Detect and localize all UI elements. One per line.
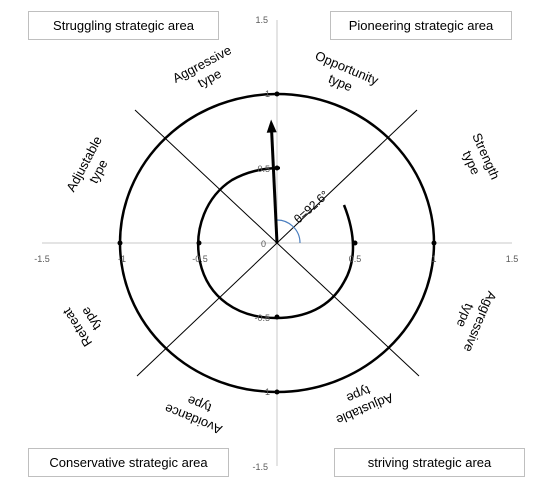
area-striving: striving strategic area bbox=[334, 448, 525, 477]
x-tick-label: 0.5 bbox=[349, 254, 362, 264]
angle-label: θ=92.6° bbox=[291, 188, 332, 227]
type-label-aggressive-top: Aggressive type bbox=[170, 42, 234, 90]
type-label-retreat: Retreat type bbox=[59, 304, 104, 349]
x-tick-label: -1 bbox=[118, 254, 126, 264]
x-tick-label: -1.5 bbox=[34, 254, 50, 264]
y-tick-label: 1 bbox=[265, 89, 270, 99]
axis-dots bbox=[117, 91, 437, 395]
angle-arc bbox=[275, 219, 301, 244]
area-conservative: Conservative strategic area bbox=[28, 448, 229, 477]
type-label-aggressive-right: Aggressive type bbox=[454, 289, 500, 354]
inner-spiral bbox=[196, 166, 355, 320]
type-label-adjustable-left: Adjustable type bbox=[63, 134, 110, 195]
y-tick-label: 1.5 bbox=[255, 15, 268, 25]
type-label-avoidance: Avoidance type bbox=[162, 393, 224, 438]
vector-arrowhead bbox=[266, 119, 277, 133]
x-tick-label: 1 bbox=[431, 254, 436, 264]
x-tick-label: 1.5 bbox=[506, 254, 519, 264]
area-struggling: Struggling strategic area bbox=[28, 11, 219, 40]
x-tick-label: 0 bbox=[261, 239, 266, 249]
y-tick-label: -1.5 bbox=[252, 462, 268, 472]
area-pioneering: Pioneering strategic area bbox=[330, 11, 512, 40]
y-tick-label: -0.5 bbox=[254, 313, 270, 323]
type-label-adjustable-bottom: Adjustable type bbox=[334, 383, 396, 428]
y-tick-label: 0.5 bbox=[257, 164, 270, 174]
y-tick-label: -1 bbox=[262, 387, 270, 397]
direction-vector bbox=[270, 132, 279, 244]
x-tick-label: -0.5 bbox=[192, 254, 208, 264]
type-label-strength: Strength type bbox=[460, 131, 503, 182]
type-label-opportunity: Opportunity type bbox=[313, 48, 381, 94]
